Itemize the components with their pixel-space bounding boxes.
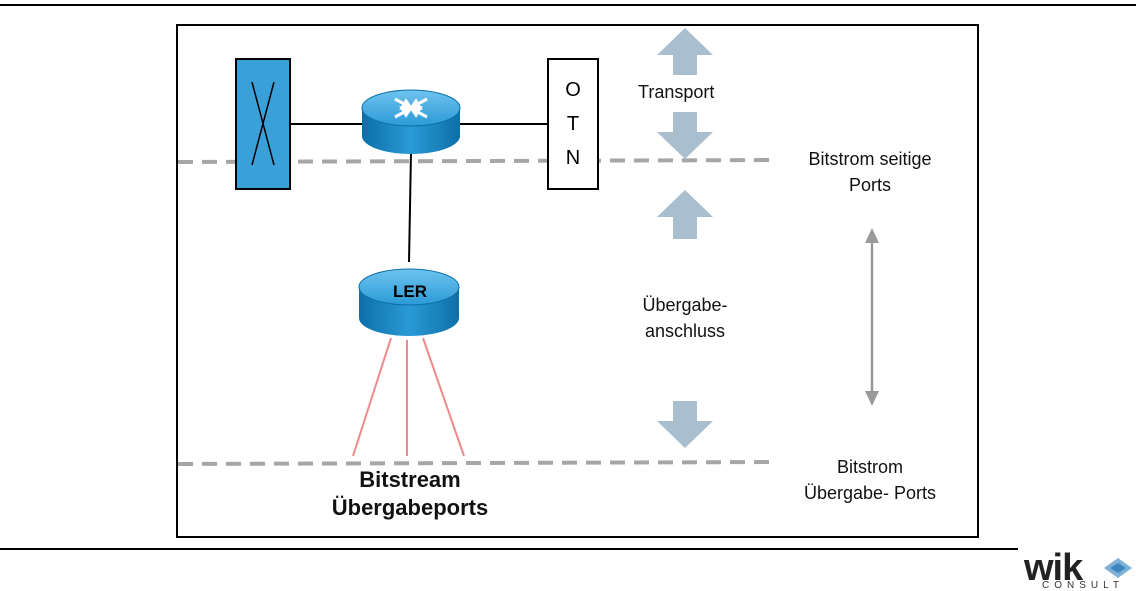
- double-headed-arrow: [865, 228, 879, 406]
- uebergabe-up-arrow: [657, 190, 713, 239]
- otn-box: [547, 58, 599, 190]
- bitstream-fanout-lines: [352, 337, 465, 457]
- bitstream-uebergabeports-label: Bitstream Übergabeports: [300, 466, 520, 522]
- transport-down-arrow: [657, 112, 713, 159]
- uebergabe-label-line2: anschluss: [644, 321, 726, 341]
- ler-label: LER: [393, 282, 427, 301]
- wik-consult-logo: wik CONSULT: [1016, 552, 1136, 591]
- dashed-line-lower: [177, 460, 779, 466]
- transport-up-arrow: [657, 28, 713, 75]
- top-rule: [0, 4, 1136, 6]
- bitstrom-seitige-ports-line1: Bitstrom seitige: [808, 149, 932, 169]
- otn-letter-n: N: [565, 147, 581, 169]
- router-icon: [361, 89, 461, 154]
- bitstrom-uebergabe-ports-line1: Bitstrom: [836, 457, 903, 477]
- uebergabe-down-arrow: [657, 401, 713, 448]
- bitstream-label-line1: Bitstream: [359, 467, 461, 492]
- logo-word: wik: [1024, 552, 1083, 589]
- otn-letter-o: O: [565, 79, 581, 101]
- logo-emblem-icon: [1104, 558, 1132, 578]
- logo-sub: CONSULT: [1042, 580, 1125, 591]
- bottom-rule: [0, 548, 1018, 550]
- switch-icon: [235, 58, 291, 190]
- link-router-ler: [408, 151, 412, 263]
- transport-label: Transport: [638, 82, 715, 102]
- ler-router-icon: [358, 268, 460, 336]
- bitstrom-seitige-ports-line2: Ports: [848, 175, 891, 195]
- bitstrom-uebergabe-ports-line2: Übergabe- Ports: [803, 483, 937, 503]
- otn-letter-t: T: [566, 113, 580, 135]
- uebergabe-label-line1: Übergabe-: [642, 295, 728, 315]
- otn-letters: O T N: [548, 59, 598, 189]
- bitstream-label-line2: Übergabeports: [331, 495, 489, 520]
